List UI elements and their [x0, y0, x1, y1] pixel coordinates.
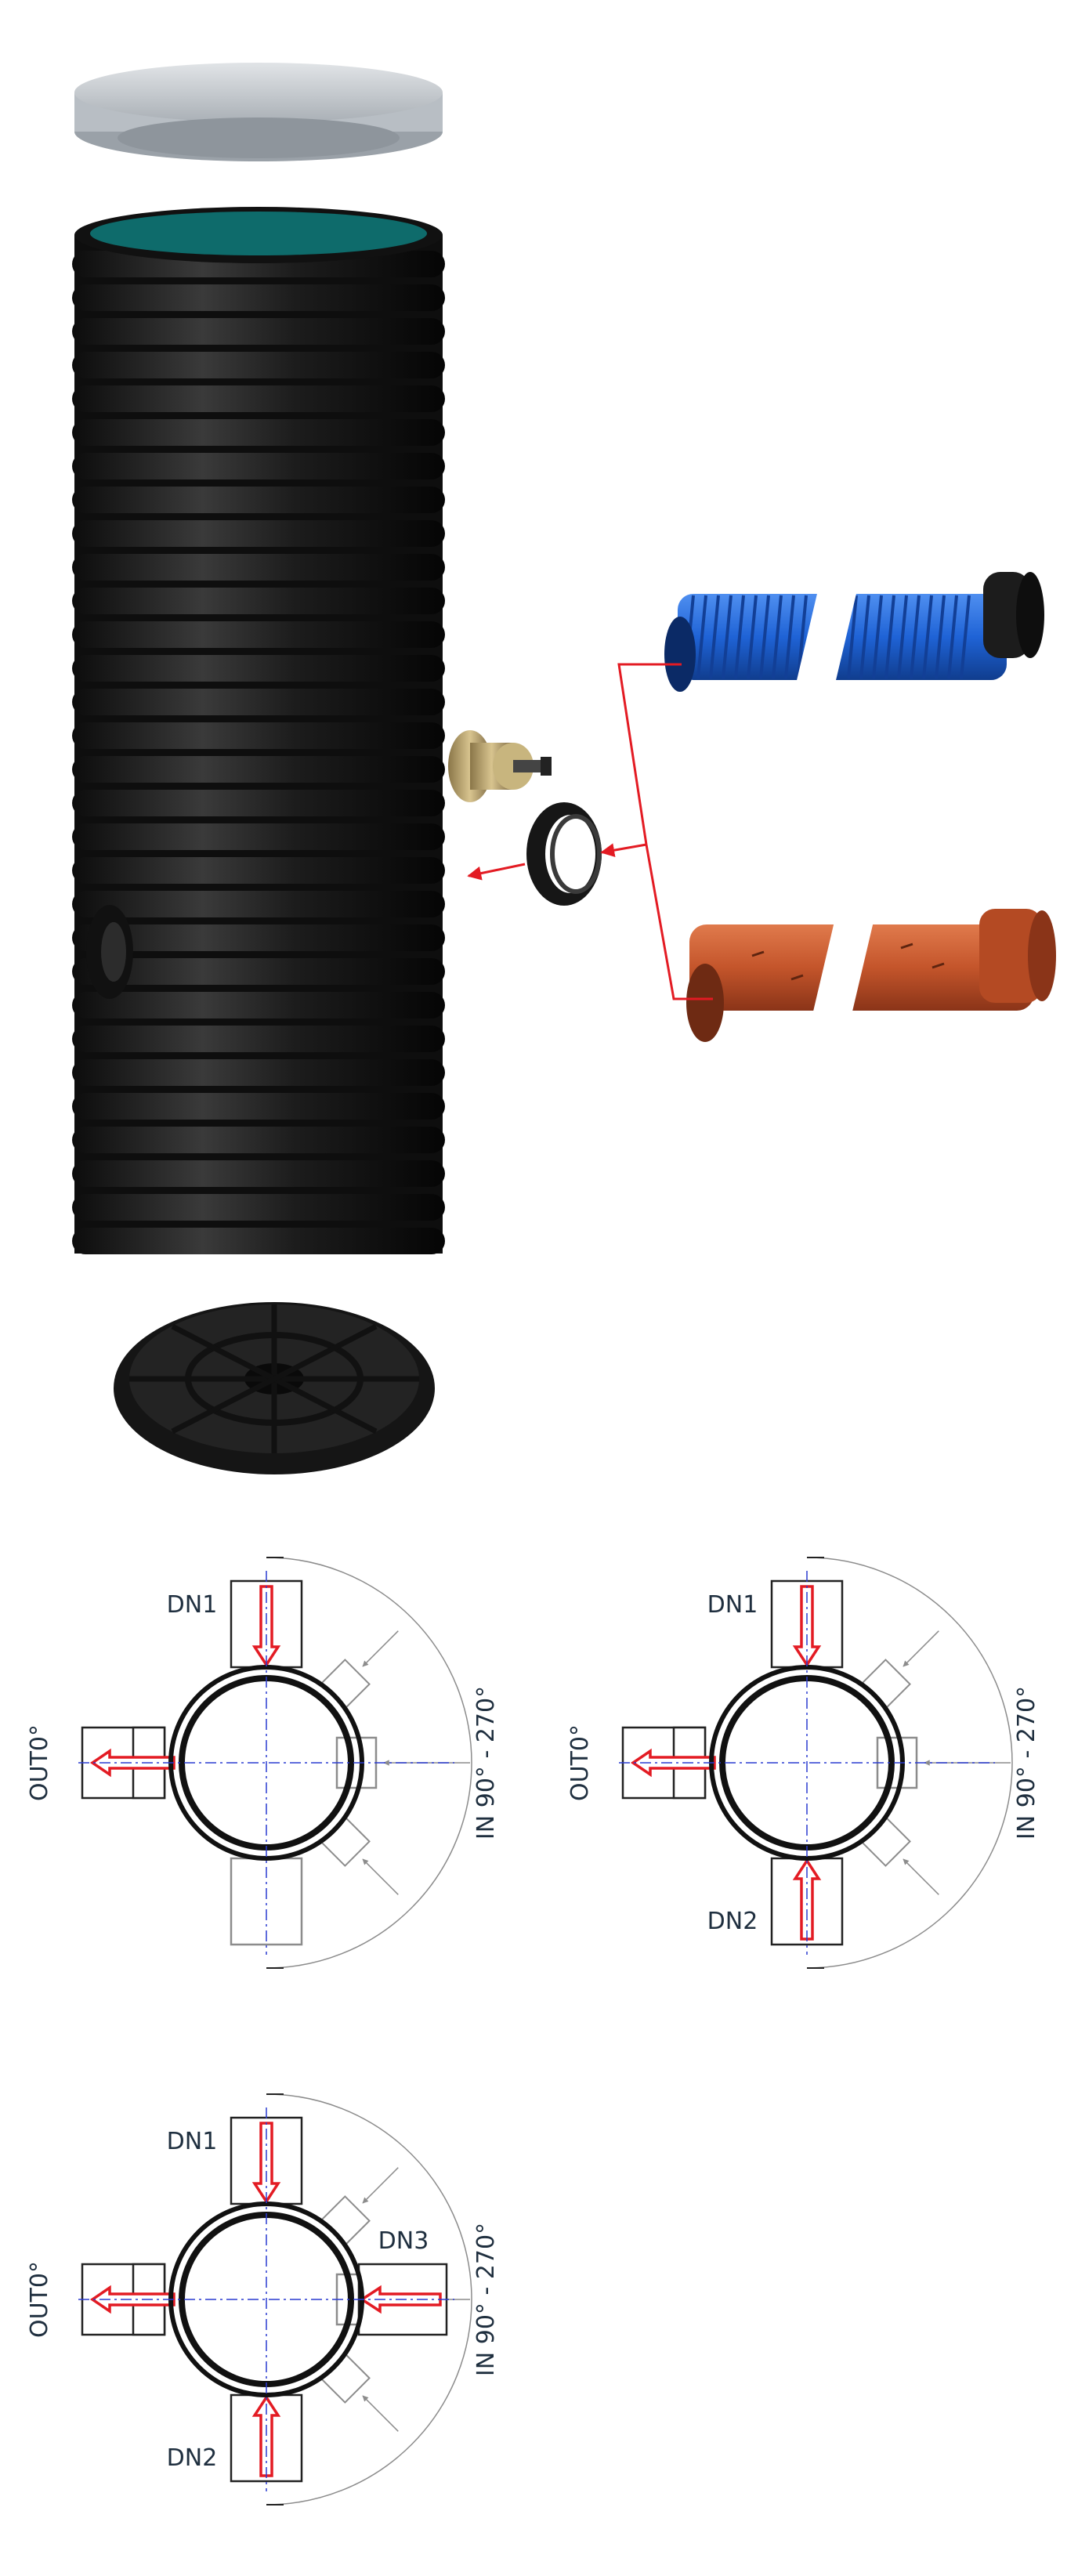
label-in-range: IN 90° - 270°: [472, 1686, 500, 1840]
shaft-rib: [72, 655, 445, 682]
label-out: OUT0°: [26, 2261, 53, 2338]
shaft-rib: [72, 689, 445, 715]
shaft-rib: [72, 891, 445, 917]
rubber-seal-ring: [526, 802, 602, 906]
shaft-rib: [72, 1160, 445, 1187]
guide-arrow-diag: [903, 1630, 939, 1667]
label-dn2: DN2: [167, 2444, 218, 2472]
shaft-rib: [72, 1059, 445, 1086]
arrow-out: [89, 2285, 175, 2314]
shaft-rib: [72, 385, 445, 412]
shaft-rib: [72, 352, 445, 378]
shaft-rib: [72, 958, 445, 985]
label-in-range: IN 90° - 270°: [1013, 1686, 1040, 1840]
arrow-dn2: [792, 1858, 822, 1941]
shaft-rib: [72, 318, 445, 345]
guide-arrow-diag: [362, 2395, 399, 2432]
blue-corrugated-pipe: [664, 570, 1044, 704]
corrugated-shaft: [72, 207, 445, 1254]
guide-arrow-diag: [903, 1858, 939, 1895]
shaft-interior: [90, 212, 427, 255]
label-out: OUT0°: [566, 1724, 594, 1801]
arrow-dn1: [251, 1585, 281, 1668]
shaft-rib: [72, 924, 445, 951]
shaft-rib: [72, 1228, 445, 1254]
range-arc: [266, 1557, 472, 1969]
arrow-out: [89, 1748, 175, 1778]
manhole-lid: [74, 63, 443, 161]
arrow-dn1: [251, 2122, 281, 2205]
label-dn2: DN2: [707, 1908, 758, 1935]
connection-arrows: [467, 663, 713, 1000]
shaft-rib: [72, 487, 445, 513]
label-dn3: DN3: [378, 2227, 429, 2255]
shaft-rib: [72, 419, 445, 446]
shaft-rib: [72, 1026, 445, 1052]
label-in-range: IN 90° - 270°: [472, 2223, 500, 2376]
shaft-rib: [72, 756, 445, 783]
shaft-rib: [72, 1093, 445, 1120]
shaft-rib: [72, 1127, 445, 1153]
shaft-rib: [72, 453, 445, 479]
shaft-rib: [72, 554, 445, 581]
shaft-rib: [72, 790, 445, 816]
range-arc: [266, 2093, 472, 2505]
shaft-rib: [72, 284, 445, 311]
arrow-dn2: [251, 2394, 281, 2477]
shaft-rib: [72, 520, 445, 547]
guide-arrow-diag: [362, 1858, 399, 1895]
guide-arrow-diag: [362, 2167, 399, 2204]
arrow-dn1: [792, 1585, 822, 1668]
range-arc: [806, 1557, 1013, 1969]
shaft-rib: [72, 588, 445, 614]
shaft-base-plate: [114, 1302, 435, 1474]
label-out: OUT0°: [26, 1724, 53, 1801]
hole-saw: [448, 730, 552, 802]
shaft-rib: [72, 992, 445, 1018]
arrow-out: [630, 1748, 716, 1778]
shaft-rib: [72, 722, 445, 749]
shaft-side-inlet: [86, 905, 133, 999]
guide-arrow-diag: [362, 1630, 399, 1667]
orange-sewer-pipe: [686, 905, 1056, 1042]
shaft-rib: [72, 823, 445, 850]
shaft-rib: [72, 857, 445, 884]
shaft-rib: [72, 1194, 445, 1221]
label-dn1: DN1: [167, 1591, 218, 1619]
label-dn1: DN1: [167, 2128, 218, 2155]
shaft-rib: [72, 621, 445, 648]
label-dn1: DN1: [707, 1591, 758, 1619]
